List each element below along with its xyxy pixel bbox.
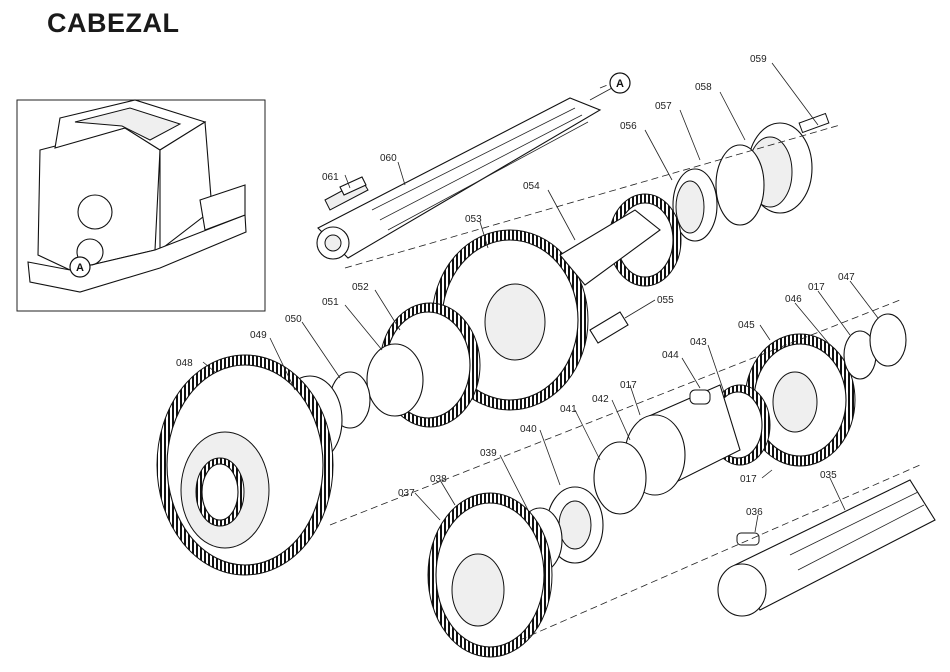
label-053: 053 <box>465 214 482 225</box>
label-044: 044 <box>662 350 679 361</box>
label-054: 054 <box>523 181 540 192</box>
label-060: 060 <box>380 153 397 164</box>
label-056: 056 <box>620 121 637 132</box>
label-050: 050 <box>285 314 302 325</box>
label-045: 045 <box>738 320 755 331</box>
key-036 <box>737 533 759 545</box>
label-038: 038 <box>430 474 447 485</box>
inset-callout-a: A <box>76 262 84 274</box>
shaft-035 <box>718 480 935 616</box>
label-055: 055 <box>657 295 674 306</box>
label-047: 047 <box>838 272 855 283</box>
label-049: 049 <box>250 330 267 341</box>
label-043: 043 <box>690 337 707 348</box>
key-055 <box>590 312 628 343</box>
key-044 <box>690 390 710 404</box>
label-017a: 017 <box>808 282 825 293</box>
gear-048 <box>157 355 333 575</box>
ring-051 <box>367 344 423 416</box>
label-037: 037 <box>398 488 415 499</box>
gear-038 <box>428 493 552 657</box>
label-059: 059 <box>750 54 767 65</box>
gear-054 <box>560 194 681 286</box>
label-048: 048 <box>176 358 193 369</box>
callout-a: A <box>616 78 624 90</box>
ring-047 <box>870 314 906 366</box>
label-052: 052 <box>352 282 369 293</box>
label-061: 061 <box>322 172 339 183</box>
label-017c: 017 <box>740 474 757 485</box>
collar-041 <box>594 442 646 514</box>
label-046: 046 <box>785 294 802 305</box>
label-057: 057 <box>655 101 672 112</box>
bearing-stack-top <box>673 114 829 241</box>
label-039: 039 <box>480 448 497 459</box>
label-051: 051 <box>322 297 339 308</box>
label-017b: 017 <box>620 380 637 391</box>
label-040: 040 <box>520 424 537 435</box>
label-042: 042 <box>592 394 609 405</box>
label-058: 058 <box>695 82 712 93</box>
inset-housing-view: A <box>17 100 265 311</box>
label-036: 036 <box>746 507 763 518</box>
label-035: 035 <box>820 470 837 481</box>
label-041: 041 <box>560 404 577 415</box>
